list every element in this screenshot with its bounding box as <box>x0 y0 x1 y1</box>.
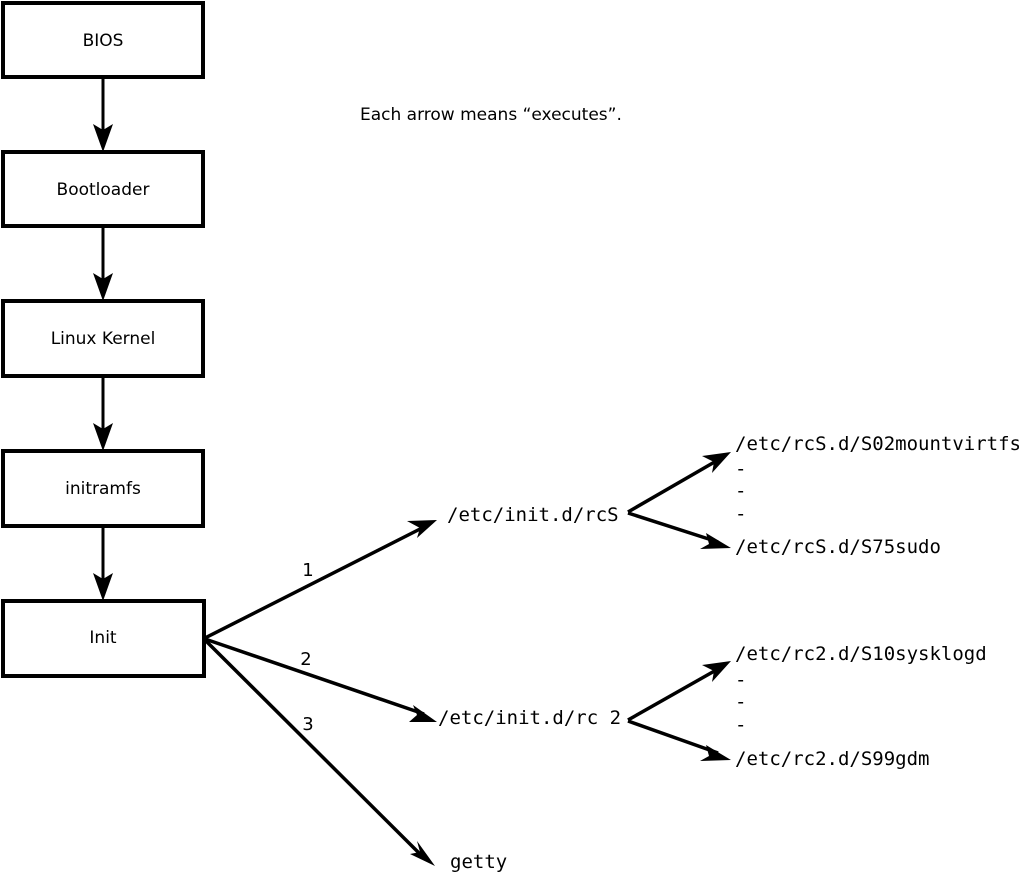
node-init-box <box>1 599 206 678</box>
label-etc-initd-rc2[interactable]: /etc/init.d/rc 2 <box>438 707 621 729</box>
arrow-bootloader-to-kernel <box>93 226 113 301</box>
diagram-note: Each arrow means “executes”. <box>360 105 622 125</box>
node-initramfs-label: initramfs <box>65 479 141 499</box>
node-init-label: Init <box>89 628 117 648</box>
node-linux-kernel-label: Linux Kernel <box>51 329 156 349</box>
branch-number-3: 3 <box>302 714 313 735</box>
node-initramfs-box <box>1 449 205 528</box>
rc2-ellipsis-dash-1: - <box>735 669 746 691</box>
branch-number-2: 2 <box>300 649 311 670</box>
arrow-init-to-rcs <box>204 520 437 640</box>
node-bios[interactable]: BIOS <box>1 1 205 79</box>
arrow-rc2-to-last-script <box>627 719 731 761</box>
node-bootloader[interactable]: Bootloader <box>1 150 205 228</box>
arrow-kernel-to-initramfs <box>93 376 113 451</box>
arrow-init-to-getty <box>203 638 435 866</box>
arrow-rc2-to-first-script <box>627 661 731 722</box>
label-getty[interactable]: getty <box>450 851 507 873</box>
node-bios-box <box>1 1 205 79</box>
label-rc2-last-script[interactable]: /etc/rc2.d/S99gdm <box>735 748 929 770</box>
label-rc2-first-script[interactable]: /etc/rc2.d/S10sysklogd <box>735 643 987 665</box>
rc2-ellipsis-dash-2: - <box>735 691 746 713</box>
node-bootloader-label: Bootloader <box>57 180 150 200</box>
rcs-ellipsis-dash-2: - <box>735 480 746 502</box>
rc2-ellipsis-dash-3: - <box>735 714 746 736</box>
label-etc-initd-rcs[interactable]: /etc/init.d/rcS <box>447 504 619 526</box>
arrow-init-to-rc2 <box>204 637 437 722</box>
arrow-initramfs-to-init <box>93 526 113 601</box>
arrow-rcs-to-last-script <box>627 511 731 549</box>
rcs-ellipsis-dash-1: - <box>735 458 746 480</box>
node-linux-kernel[interactable]: Linux Kernel <box>1 299 205 378</box>
arrow-rcs-to-first-script <box>627 452 731 514</box>
node-initramfs[interactable]: initramfs <box>1 449 205 528</box>
label-rcs-first-script[interactable]: /etc/rcS.d/S02mountvirtfs <box>735 433 1021 455</box>
node-init[interactable]: Init <box>1 599 206 678</box>
arrow-bios-to-bootloader <box>93 77 113 152</box>
branch-number-1: 1 <box>302 560 313 581</box>
rcs-ellipsis-dash-3: - <box>735 503 746 525</box>
label-rcs-last-script[interactable]: /etc/rcS.d/S75sudo <box>735 536 941 558</box>
node-bios-label: BIOS <box>83 31 124 51</box>
